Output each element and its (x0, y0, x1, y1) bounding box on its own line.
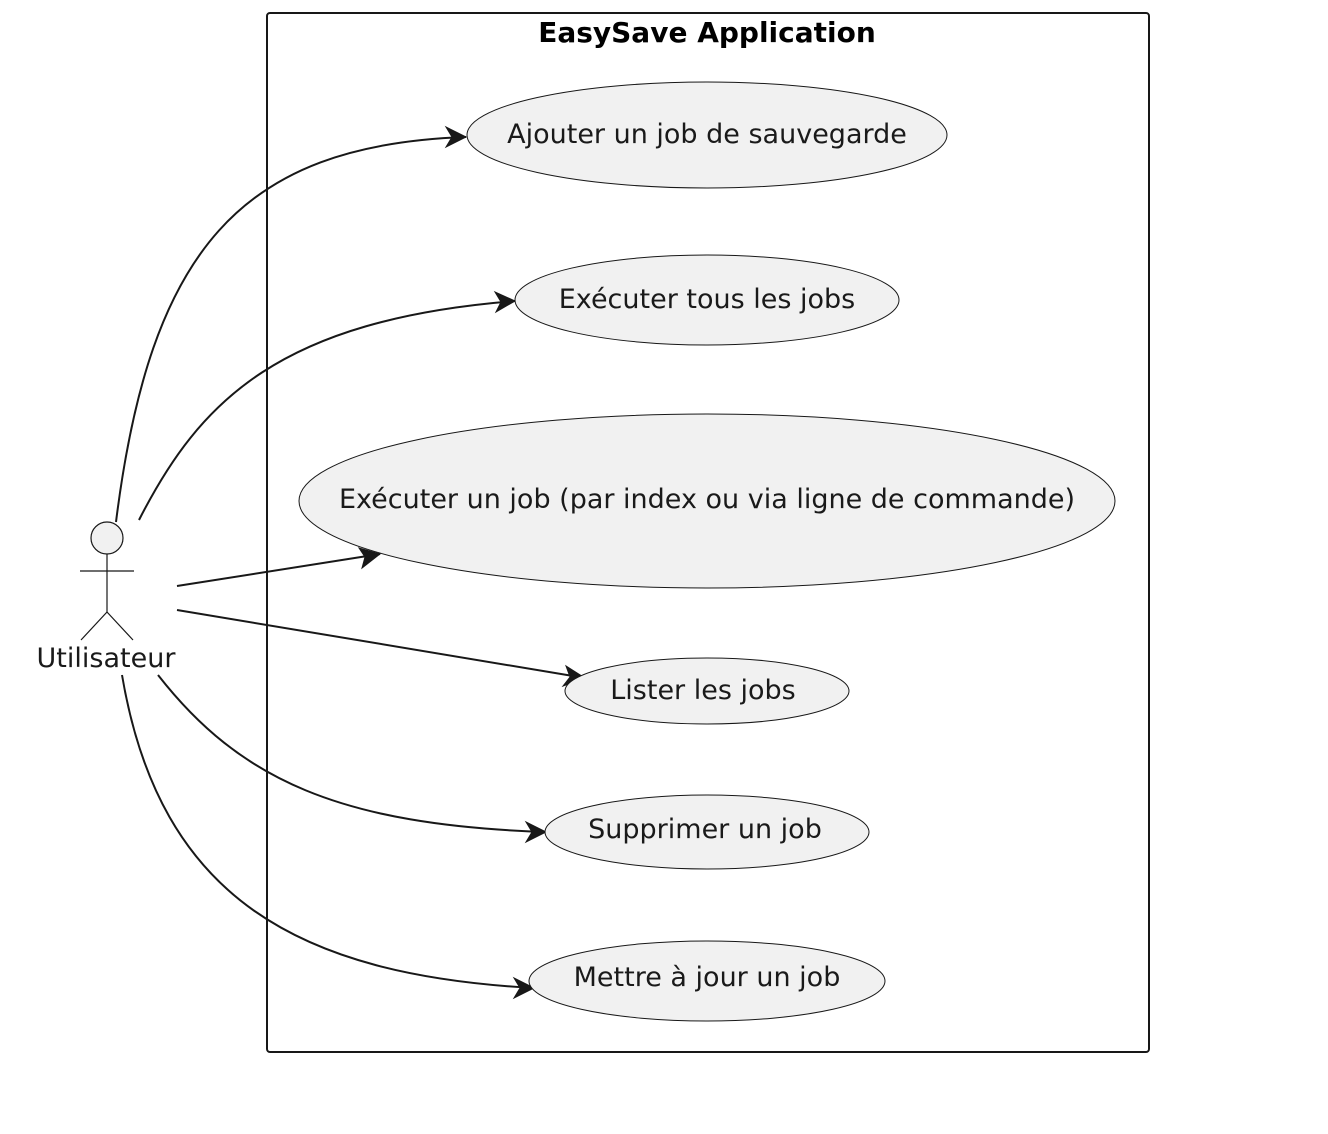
system-boundary: EasySave Application (266, 12, 1150, 1053)
actor-right-leg (106, 611, 134, 641)
association-delete (157, 674, 547, 833)
use-case-label: Lister les jobs (610, 675, 795, 706)
association-update (121, 674, 535, 989)
use-case-label: Exécuter un job (par index ou via ligne … (339, 484, 1075, 515)
system-title: EasySave Application (538, 16, 876, 49)
use-cases: Ajouter un job de sauvegarde Exécuter to… (298, 81, 1116, 1022)
use-case-label: Supprimer un job (588, 814, 822, 845)
actor-left-leg (80, 611, 108, 641)
association-list (176, 609, 586, 679)
use-case-ellipse (544, 794, 870, 870)
association-add (115, 136, 467, 523)
association-run-one (176, 553, 381, 587)
use-case-ellipse (466, 81, 948, 189)
use-case-label: Mettre à jour un job (574, 962, 841, 993)
actor-utilisateur[interactable]: Utilisateur (37, 521, 177, 674)
arrow-head-run-one (357, 547, 382, 570)
use-case-update[interactable]: Mettre à jour un job (528, 940, 886, 1022)
use-case-label: Ajouter un job de sauvegarde (507, 119, 907, 150)
use-case-ellipse (564, 657, 850, 725)
arrow-head-add (444, 125, 468, 149)
arrow-head-delete (524, 820, 548, 844)
use-case-list[interactable]: Lister les jobs (564, 657, 850, 725)
use-case-ellipse (528, 940, 886, 1022)
actor-stick-figure-icon (80, 521, 134, 641)
actor-head (90, 521, 124, 555)
use-case-delete[interactable]: Supprimer un job (544, 794, 870, 870)
use-case-run-one[interactable]: Exécuter un job (par index ou via ligne … (298, 413, 1116, 589)
use-case-add[interactable]: Ajouter un job de sauvegarde (466, 81, 948, 189)
associations (115, 125, 587, 1000)
actor-label: Utilisateur (37, 643, 177, 674)
association-run-all (138, 300, 516, 521)
use-case-ellipse (514, 254, 900, 346)
use-case-run-all[interactable]: Exécuter tous les jobs (514, 254, 900, 346)
use-case-ellipse (298, 413, 1116, 589)
system-boundary-box (266, 12, 1150, 1053)
arrow-head-update (512, 976, 536, 1000)
use-case-label: Exécuter tous les jobs (559, 284, 856, 315)
arrow-head-run-all (493, 290, 517, 314)
